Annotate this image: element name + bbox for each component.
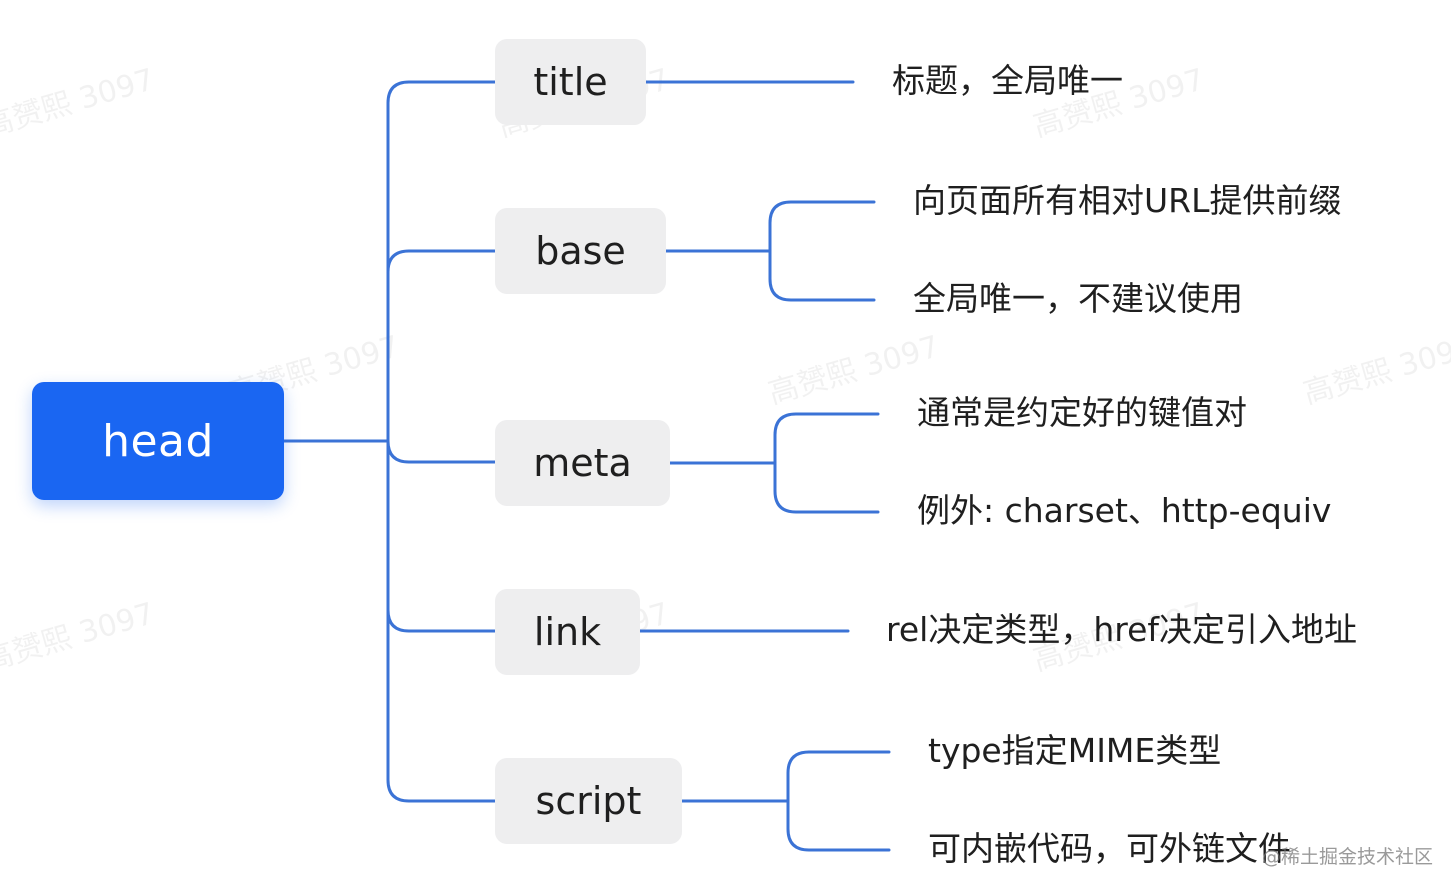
leaf-base-2: 全局唯一，不建议使用 xyxy=(913,279,1243,318)
topic-base: base xyxy=(495,208,666,294)
topic-label: link xyxy=(533,610,602,654)
leaf-link-1: rel决定类型，href决定引入地址 xyxy=(886,610,1357,649)
topic-label: title xyxy=(533,60,608,104)
connector-link xyxy=(386,439,497,633)
topic-script: script xyxy=(495,758,682,844)
topic-title: title xyxy=(495,39,646,125)
leaf-title-1: 标题，全局唯一 xyxy=(892,61,1123,100)
leaf-meta-1: 通常是约定好的键值对 xyxy=(917,393,1247,432)
connector-meta-leaf-1 xyxy=(773,412,880,465)
watermark: 高赟熙 3097 xyxy=(1299,329,1451,412)
watermark: 高赟熙 3097 xyxy=(0,596,159,679)
topic-label: meta xyxy=(533,441,632,485)
root-node-head: head xyxy=(32,382,284,500)
topic-label: script xyxy=(535,779,642,823)
connector-script-leaf-2 xyxy=(786,799,891,852)
root-label: head xyxy=(102,415,214,467)
topic-link: link xyxy=(495,589,640,675)
watermark: 高赟熙 3097 xyxy=(0,62,159,145)
leaf-meta-2: 例外: charset、http-equiv xyxy=(917,491,1332,530)
topic-meta: meta xyxy=(495,420,670,506)
connector-script xyxy=(386,608,497,803)
connector-script-leaf-1 xyxy=(786,750,891,803)
connector-meta-leaf-2 xyxy=(773,461,880,514)
leaf-script-2: 可内嵌代码，可外链文件 xyxy=(928,829,1291,868)
connector-base-leaf-2 xyxy=(768,249,876,302)
source-credit: @稀土掘金技术社区 xyxy=(1262,846,1434,868)
connector-title xyxy=(386,80,497,443)
connector-base-leaf-1 xyxy=(768,200,876,253)
topic-label: base xyxy=(535,229,626,273)
leaf-script-1: type指定MIME类型 xyxy=(928,731,1222,770)
leaf-base-1: 向页面所有相对URL提供前缀 xyxy=(913,181,1342,220)
connector-base xyxy=(386,249,497,274)
connector-meta xyxy=(386,439,497,464)
